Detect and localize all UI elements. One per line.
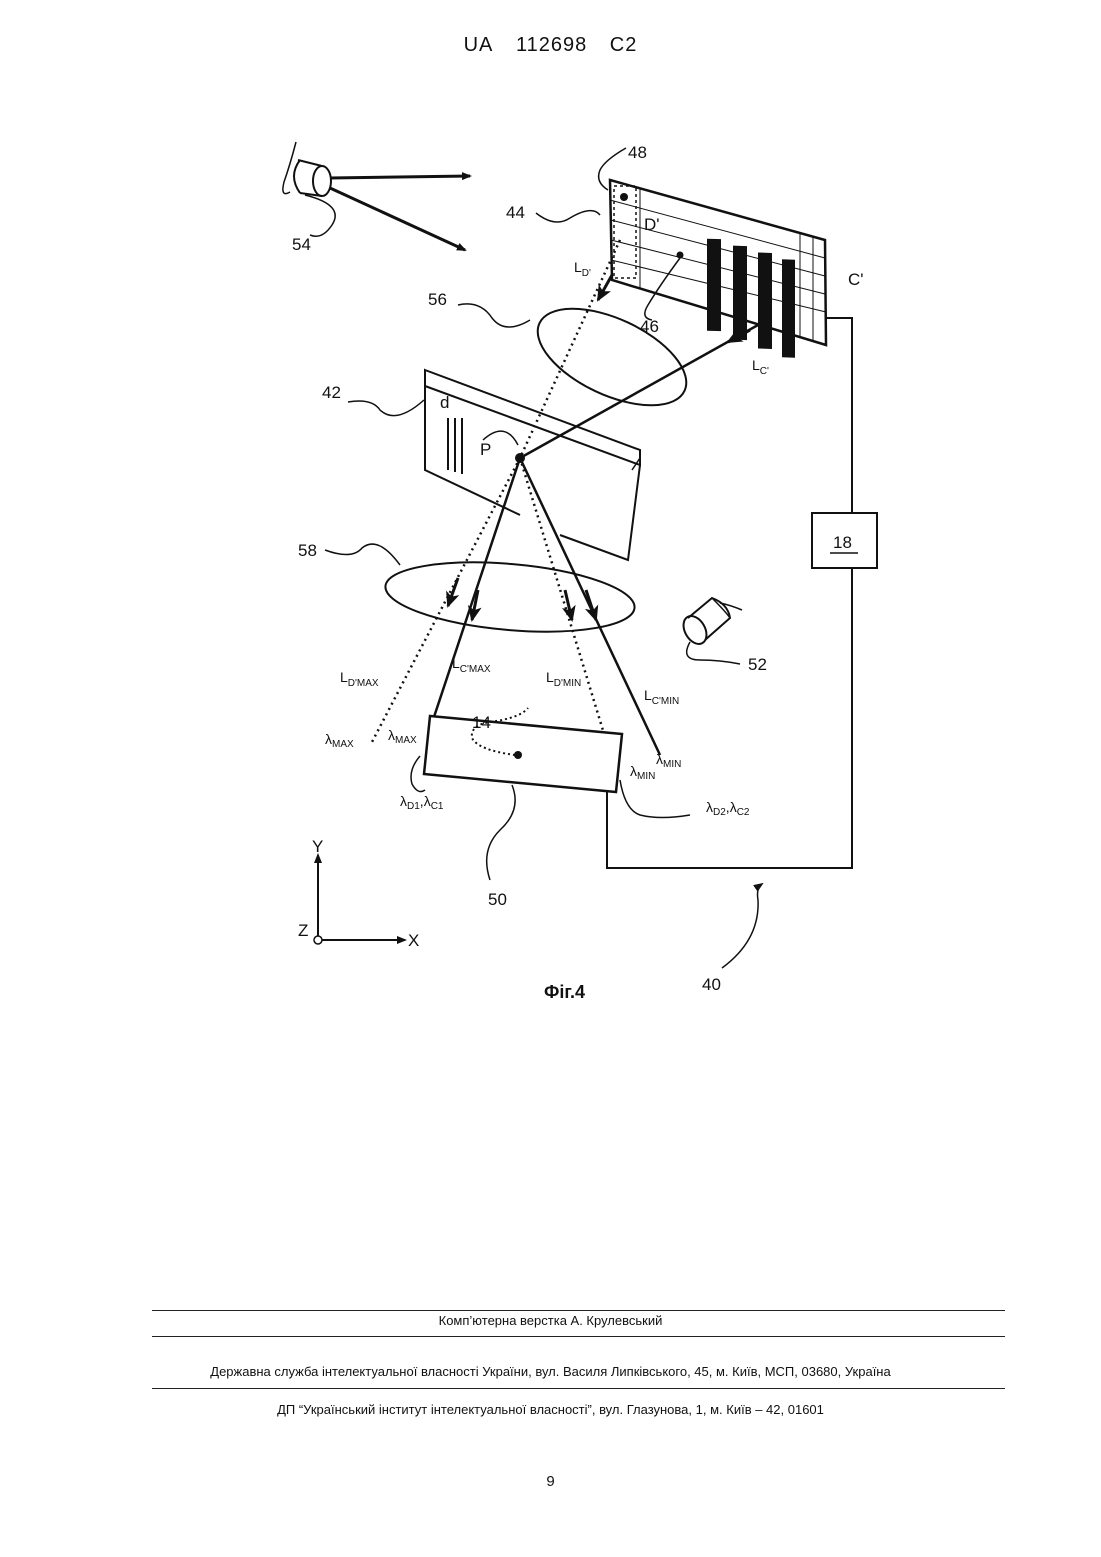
label-P: P (480, 440, 491, 459)
sensor-50 (424, 708, 622, 880)
lens-56 (523, 289, 700, 425)
label-50: 50 (488, 890, 507, 909)
label-56: 56 (428, 290, 447, 309)
grating-42 (425, 370, 640, 560)
patent-figure-4: 48 44 54 56 46 42 58 52 14 50 40 18 C' D… (0, 0, 1101, 1060)
axis-label-z: Z (298, 921, 308, 940)
figure-caption: Фіг.4 (544, 982, 585, 1002)
footer-office-address: Державна служба інтелектуальної власност… (0, 1364, 1101, 1379)
axis-label-y: Y (312, 837, 323, 856)
wire-display-processor (826, 318, 852, 513)
label-C-prime: C' (848, 270, 864, 289)
label-L-Dmin: LD'MIN (546, 669, 581, 689)
footer-institute-address: ДП “Український інститут інтелектуальної… (0, 1402, 1101, 1417)
label-d: d (440, 393, 449, 412)
label-54: 54 (292, 235, 311, 254)
label-D-prime: D' (644, 215, 660, 234)
light-source-54 (283, 142, 470, 250)
camera-52 (679, 598, 742, 664)
label-L-D: LD' (574, 259, 591, 279)
axis-label-x: X (408, 931, 419, 950)
label-lambda-max-left: λMAX (325, 731, 354, 750)
label-46: 46 (640, 317, 659, 336)
footer-rule-top (152, 1310, 1005, 1311)
footer-layout-credit: Комп’ютерна верстка А. Крулевський (0, 1313, 1101, 1328)
label-lambda-max-right: λMAX (388, 727, 417, 746)
label-L-Dmax: LD'MAX (340, 669, 379, 689)
label-L-C: LC' (752, 357, 769, 377)
label-40: 40 (702, 975, 721, 994)
label-44: 44 (506, 203, 525, 222)
label-L-Cmin: LC'MIN (644, 687, 679, 707)
footer-rule-middle (152, 1336, 1005, 1337)
label-52: 52 (748, 655, 767, 674)
beam-LCmax (428, 458, 520, 735)
label-18: 18 (833, 533, 852, 552)
label-58: 58 (298, 541, 317, 560)
label-48: 48 (628, 143, 647, 162)
label-lambda-d2-c2: λD2,λC2 (706, 799, 750, 818)
coordinate-axes (314, 855, 405, 944)
label-14: 14 (472, 713, 491, 732)
page-number: 9 (0, 1473, 1101, 1490)
label-42: 42 (322, 383, 341, 402)
label-L-Cmax: LC'MAX (452, 655, 491, 675)
beam-LC-in (520, 325, 758, 458)
beam-LDmin (520, 458, 612, 760)
footer-rule-bottom (152, 1388, 1005, 1389)
label-lambda-d1-c1: λD1,λC1 (400, 793, 444, 812)
label-lambda-min-lower: λMIN (630, 763, 655, 782)
label-lambda-min-upper: λMIN (656, 751, 681, 770)
